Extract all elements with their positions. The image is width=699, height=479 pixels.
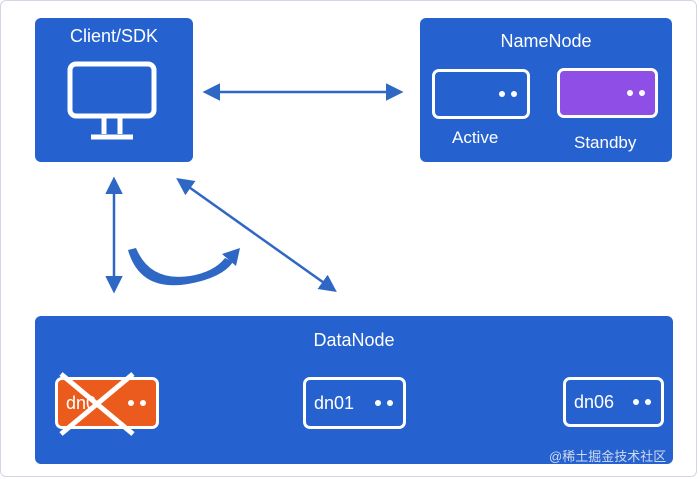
datanode-title: DataNode <box>313 330 395 350</box>
status-dots <box>627 90 645 96</box>
client-datanode-diagonal-arrow <box>176 177 337 293</box>
retry-curved-arrow <box>128 248 240 286</box>
status-dots <box>633 399 651 405</box>
standby-label: Standby <box>574 133 637 152</box>
status-dots <box>128 400 146 406</box>
namenode-standby-server <box>557 68 658 118</box>
watermark-text: @稀土掘金技术社区 <box>549 449 667 464</box>
failed-cross-icon <box>59 372 135 436</box>
client-sdk-box: Client/SDK <box>35 18 193 162</box>
namenode-title: NameNode <box>500 31 592 51</box>
namenode-box: NameNode Active Standby <box>420 18 672 162</box>
namenode-active-server <box>432 69 530 119</box>
datanode-label: dn01 <box>314 392 355 413</box>
status-dots <box>499 91 517 97</box>
active-label: Active <box>452 128 499 147</box>
datanode-server-dn06: dn06 <box>563 377 664 427</box>
status-dots <box>375 400 393 406</box>
datanode-failed-server: dn0 <box>55 377 159 429</box>
datanode-label: dn06 <box>574 391 615 412</box>
client-title: Client/SDK <box>69 26 159 46</box>
monitor-icon <box>67 61 157 140</box>
datanode-box: DataNode dn0 dn01 dn06 <box>35 316 673 464</box>
datanode-server-dn01: dn01 <box>303 377 406 429</box>
